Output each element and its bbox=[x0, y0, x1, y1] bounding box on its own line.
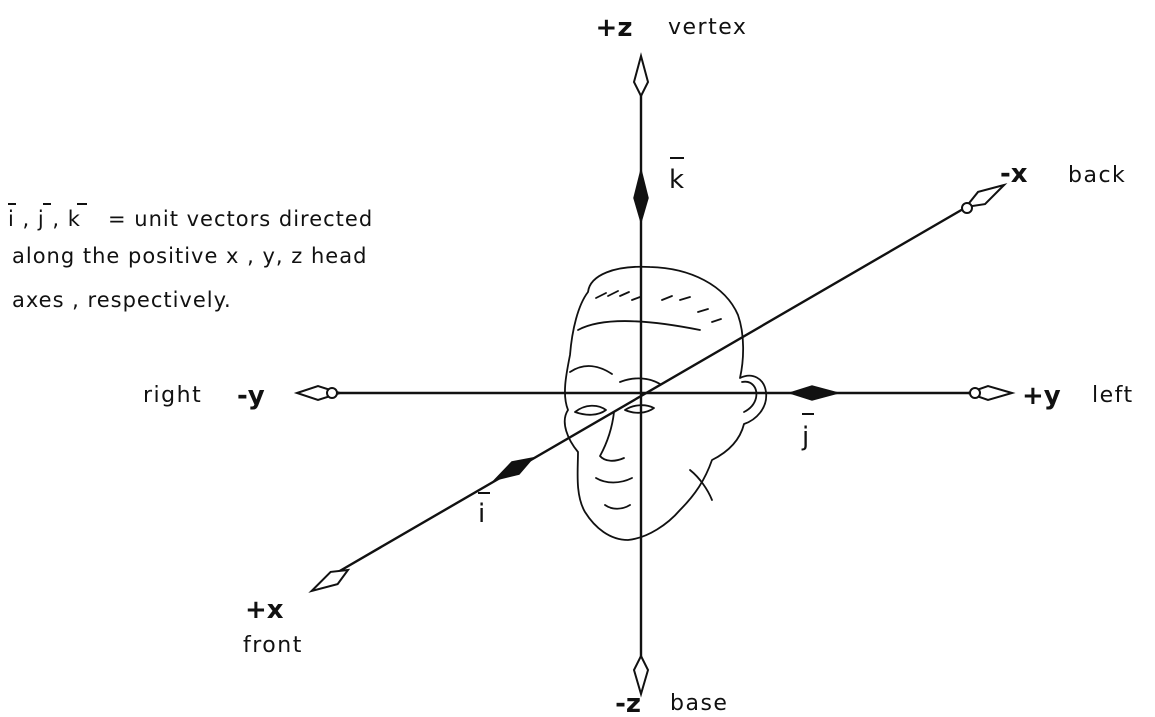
svg-text:j: j bbox=[801, 422, 809, 452]
neg-z-word: base bbox=[670, 691, 728, 716]
pos-x-arrowhead bbox=[308, 568, 351, 593]
jaw-line bbox=[689, 469, 713, 501]
neg-z-arrowhead bbox=[632, 653, 650, 698]
k-vector-label: k bbox=[669, 157, 684, 195]
pos-z-word: vertex bbox=[668, 15, 747, 40]
i-vector-label: i bbox=[478, 492, 490, 529]
mouth bbox=[595, 477, 633, 484]
j-vector-label: j bbox=[801, 413, 814, 452]
nose bbox=[599, 411, 625, 462]
note-line2: along the positive x , y, z head bbox=[12, 244, 367, 268]
neg-x-word: back bbox=[1068, 163, 1126, 188]
k-vector-arrow bbox=[633, 169, 649, 225]
eye-left bbox=[574, 404, 607, 416]
unit-vector-note: i , j , k = unit vectors directed along … bbox=[8, 203, 373, 312]
x-axis bbox=[337, 203, 971, 574]
pos-x-word: front bbox=[243, 633, 303, 658]
eye-right bbox=[624, 404, 655, 414]
neg-y-sign: -y bbox=[237, 381, 265, 411]
note-symbols: i , j , k bbox=[8, 207, 81, 231]
neg-x-circle bbox=[961, 202, 973, 214]
ear bbox=[741, 380, 758, 413]
head-outline bbox=[563, 265, 768, 541]
pos-y-sign: +y bbox=[1022, 381, 1061, 411]
pos-z-arrowhead bbox=[632, 52, 650, 99]
neg-z-sign: -z bbox=[615, 689, 641, 717]
neg-y-word: right bbox=[143, 383, 202, 408]
neg-y-arrowhead bbox=[293, 384, 344, 402]
neg-x-sign: -x bbox=[1000, 159, 1028, 189]
forehead-line bbox=[577, 320, 701, 331]
svg-text:i: i bbox=[478, 499, 485, 529]
brow-left bbox=[569, 365, 613, 375]
pos-y-word: left bbox=[1092, 383, 1134, 408]
j-vector-arrow bbox=[787, 385, 841, 401]
pos-z-sign: +z bbox=[596, 13, 633, 43]
note-line1: = unit vectors directed bbox=[108, 207, 373, 231]
i-vector-arrow bbox=[492, 456, 535, 482]
pos-y-circle bbox=[969, 387, 981, 399]
hair-strokes bbox=[595, 290, 722, 323]
head-illustration bbox=[563, 265, 768, 541]
note-line3: axes , respectively. bbox=[12, 288, 232, 312]
pos-x-sign: +x bbox=[245, 595, 284, 625]
neg-y-circle bbox=[326, 387, 338, 399]
chin-line bbox=[604, 504, 631, 510]
svg-text:k: k bbox=[669, 165, 684, 195]
